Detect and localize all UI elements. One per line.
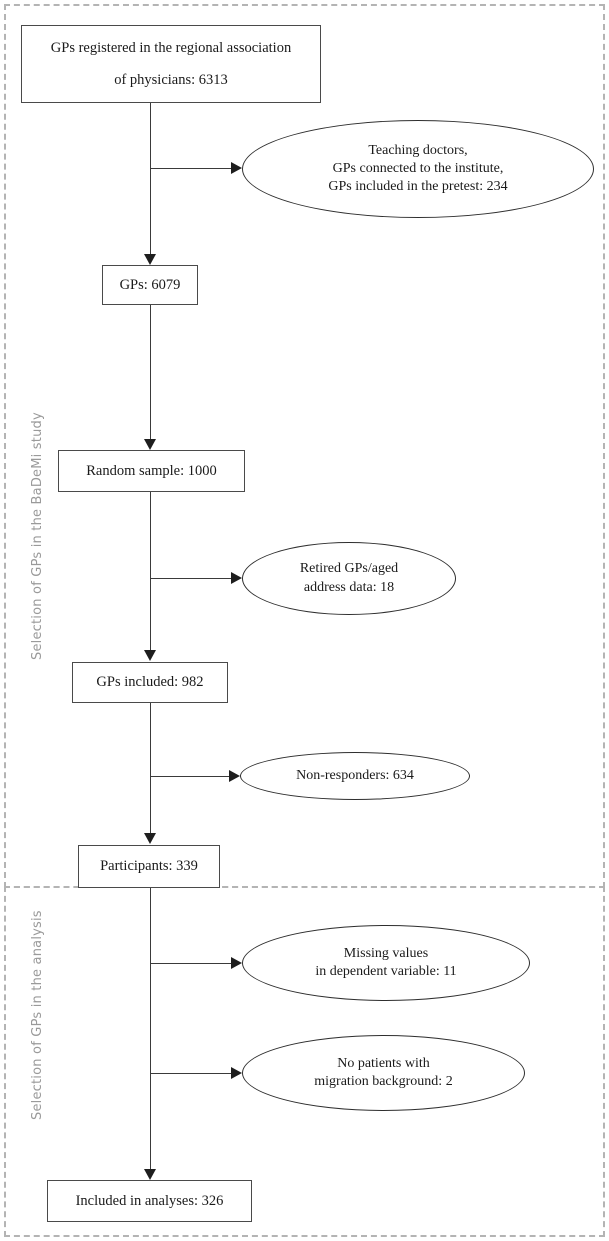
node-excluded-retired-line2: address data: 18 (303, 579, 395, 595)
node-excluded-teaching[interactable]: Teaching doctors, GPs connected to the i… (242, 120, 594, 218)
connector-participants-to-included (150, 888, 151, 1171)
connector-gps-included-to-participants (150, 703, 151, 835)
connector-to-retired-ellipse (150, 578, 232, 579)
node-participants[interactable]: Participants: 339 (78, 845, 220, 888)
node-excluded-teaching-line2: GPs connected to the institute, (332, 160, 504, 176)
arrowhead-to-nomigration-ellipse (231, 1067, 242, 1079)
node-gps-label: GPs: 6079 (119, 276, 181, 293)
node-excluded-no-migration-line1: No patients with (337, 1055, 430, 1071)
connector-to-nonresponders-ellipse (150, 776, 230, 777)
arrowhead-to-retired-ellipse (231, 572, 242, 584)
node-included-in-analyses[interactable]: Included in analyses: 326 (47, 1180, 252, 1222)
connector-random-sample-to-gps-included (150, 492, 151, 652)
node-included-in-analyses-label: Included in analyses: 326 (75, 1192, 224, 1209)
node-excluded-nonresponders-label: Non-responders: 634 (296, 767, 414, 783)
node-random-sample[interactable]: Random sample: 1000 (58, 450, 245, 492)
node-excluded-no-migration[interactable]: No patients with migration background: 2 (242, 1035, 525, 1111)
node-excluded-nonresponders[interactable]: Non-responders: 634 (240, 752, 470, 800)
section-label-analysis: Selection of GPs in the analysis (30, 910, 45, 1120)
node-excluded-retired[interactable]: Retired GPs/aged address data: 18 (242, 542, 456, 615)
node-excluded-no-migration-line2: migration background: 2 (314, 1074, 453, 1089)
connector-gps-to-random-sample (150, 305, 151, 441)
node-excluded-missing-values-line1: Missing values (343, 945, 429, 961)
arrowhead-to-random-sample (144, 439, 156, 450)
node-gps-registered-line1: GPs registered in the regional associati… (50, 40, 292, 57)
node-gps-registered[interactable]: GPs registered in the regional associati… (21, 25, 321, 103)
node-gps[interactable]: GPs: 6079 (102, 265, 198, 305)
node-participants-label: Participants: 339 (100, 858, 198, 875)
arrowhead-to-participants (144, 833, 156, 844)
arrowhead-to-teaching-ellipse (231, 162, 242, 174)
connector-to-missing-values-ellipse (150, 963, 232, 964)
connector-to-nomigration-ellipse (150, 1073, 232, 1074)
node-gps-included-label: GPs included: 982 (96, 674, 204, 691)
connector-to-teaching-ellipse (150, 168, 232, 169)
node-excluded-missing-values-line2: in dependent variable: 11 (315, 964, 457, 979)
node-excluded-retired-line1: Retired GPs/aged (299, 561, 399, 577)
node-excluded-teaching-line1: Teaching doctors, (368, 142, 468, 158)
arrowhead-to-nonresponders-ellipse (229, 770, 240, 782)
node-random-sample-label: Random sample: 1000 (86, 462, 217, 479)
section-label-study: Selection of GPs in the BaDeMi study (30, 412, 45, 660)
node-gps-included[interactable]: GPs included: 982 (72, 662, 228, 703)
arrowhead-to-missing-values-ellipse (231, 957, 242, 969)
connector-registered-to-gps (150, 103, 151, 255)
node-gps-registered-line2: of physicians: 6313 (114, 71, 228, 88)
arrowhead-to-gps (144, 254, 156, 265)
arrowhead-to-gps-included (144, 650, 156, 661)
arrowhead-to-included-analyses (144, 1169, 156, 1180)
node-excluded-teaching-line3: GPs included in the pretest: 234 (328, 179, 508, 195)
node-excluded-missing-values[interactable]: Missing values in dependent variable: 11 (242, 925, 530, 1001)
